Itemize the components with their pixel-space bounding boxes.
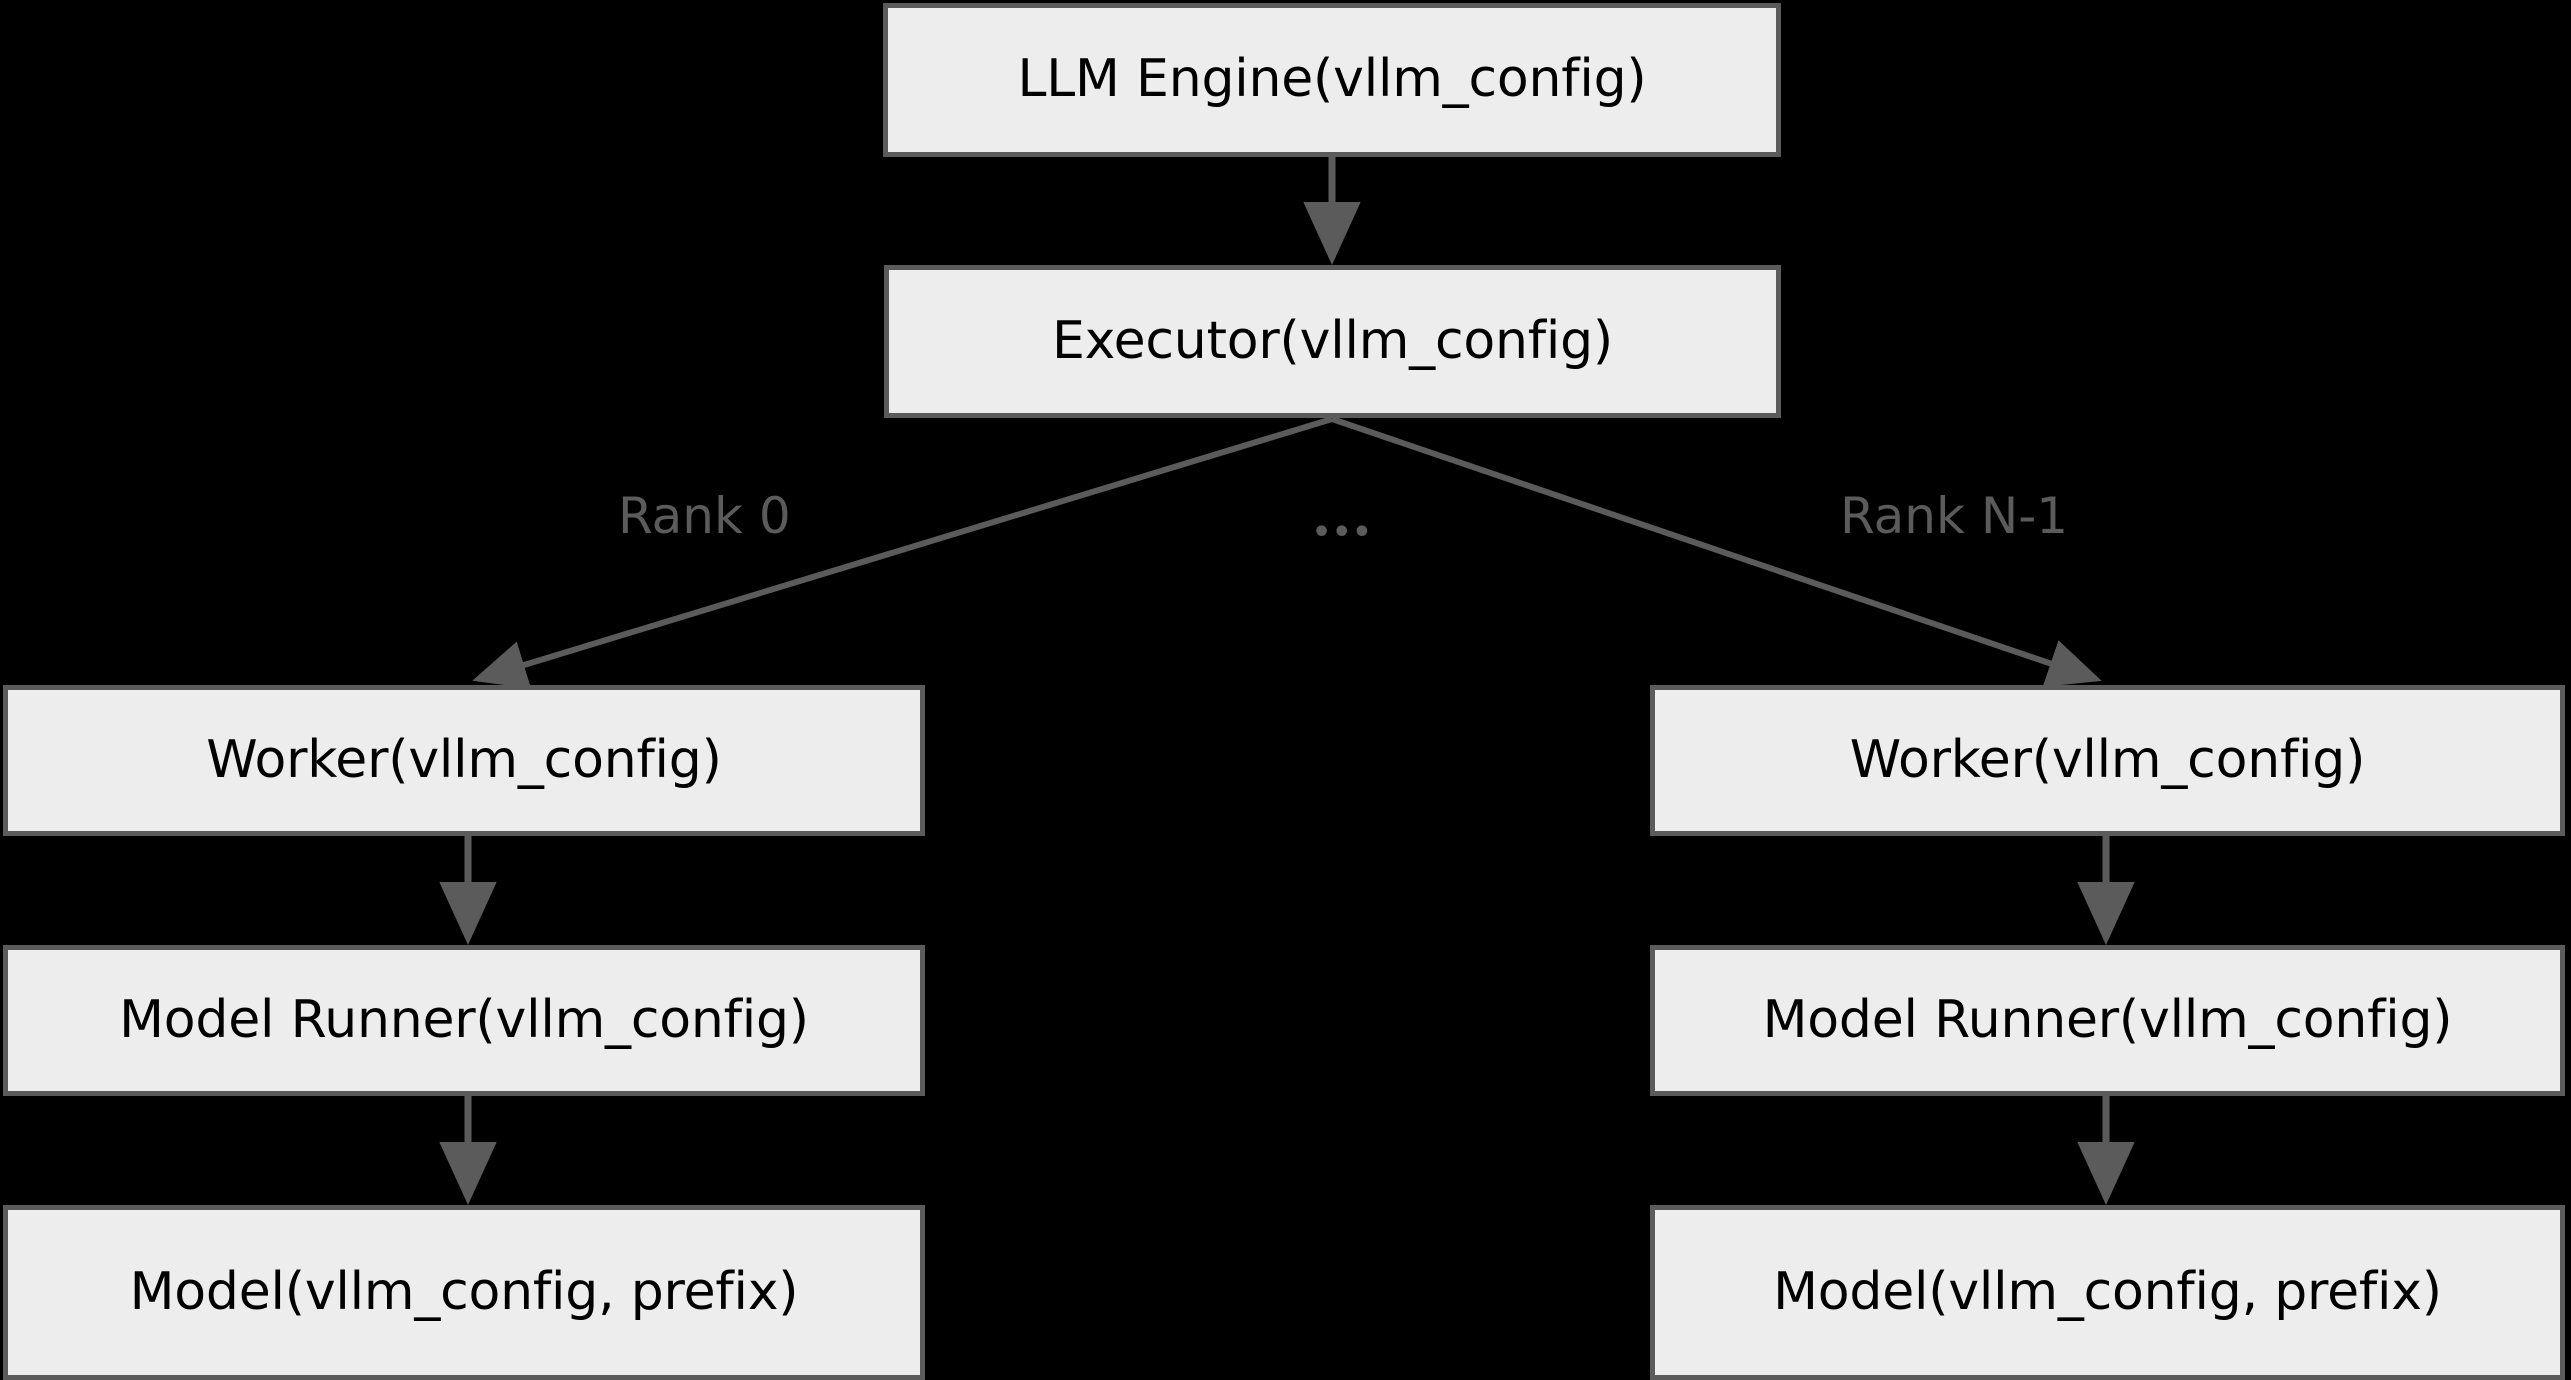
node-worker-rank-0[interactable]: Worker(vllm_config) (3, 685, 925, 836)
node-model-runner-rank-0[interactable]: Model Runner(vllm_config) (3, 945, 925, 1096)
node-worker-rank-n-1-label: Worker(vllm_config) (1849, 729, 2366, 790)
node-worker-rank-n-1[interactable]: Worker(vllm_config) (1650, 685, 2565, 836)
node-model-rank-n-1-label: Model(vllm_config, prefix) (1773, 1261, 2442, 1322)
node-model-rank-n-1[interactable]: Model(vllm_config, prefix) (1650, 1205, 2565, 1380)
node-model-rank-0[interactable]: Model(vllm_config, prefix) (3, 1205, 925, 1380)
node-model-runner-rank-n-1-label: Model Runner(vllm_config) (1762, 989, 2453, 1050)
edge-label-rank-0: Rank 0 (618, 487, 791, 545)
edge-label-rank-n-1: Rank N-1 (1840, 487, 2069, 545)
node-model-runner-rank-0-label: Model Runner(vllm_config) (119, 989, 809, 1050)
node-model-runner-rank-n-1[interactable]: Model Runner(vllm_config) (1650, 945, 2565, 1096)
edge-executor-to-worker-right (1331, 416, 2102, 687)
edge-label-ellipsis: ••• (1312, 515, 1373, 550)
node-llm-engine[interactable]: LLM Engine(vllm_config) (883, 3, 1781, 157)
node-executor[interactable]: Executor(vllm_config) (884, 265, 1781, 418)
node-worker-rank-0-label: Worker(vllm_config) (206, 729, 722, 790)
node-llm-engine-label: LLM Engine(vllm_config) (1017, 49, 1647, 110)
node-model-rank-0-label: Model(vllm_config, prefix) (129, 1261, 799, 1322)
edge-executor-to-worker-left (472, 416, 1333, 689)
node-executor-label: Executor(vllm_config) (1052, 310, 1613, 371)
